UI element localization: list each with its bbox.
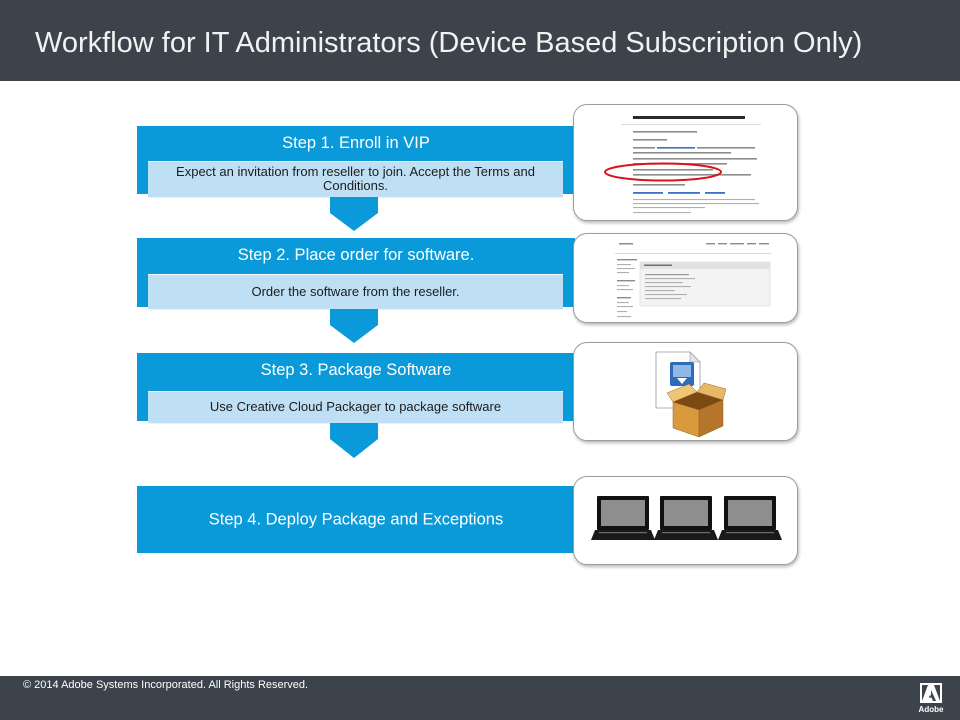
text-line	[645, 278, 695, 280]
text-line	[617, 285, 629, 287]
divider	[621, 124, 761, 125]
link-line	[668, 192, 700, 194]
laptop-screen	[728, 500, 772, 526]
order-panel-header	[640, 262, 770, 269]
text-line	[633, 207, 705, 209]
laptop-keyboard	[726, 532, 774, 534]
box-right-flap	[696, 382, 727, 401]
text-line	[633, 147, 655, 149]
link-line	[705, 192, 725, 194]
down-arrow-icon	[330, 423, 378, 458]
text-line	[706, 243, 715, 245]
link-line	[633, 192, 663, 194]
text-line	[617, 289, 633, 291]
package-installer-icon	[655, 351, 727, 438]
text-line	[633, 199, 755, 201]
text-line	[697, 147, 755, 149]
text-line	[747, 243, 756, 245]
page-logo-text	[619, 243, 633, 245]
text-line	[730, 243, 744, 245]
text-line	[759, 243, 769, 245]
logo-left-stroke	[922, 685, 928, 701]
adobe-logo-icon: Adobe	[919, 683, 944, 714]
laptop-icon	[718, 496, 782, 540]
text-line	[633, 131, 697, 133]
step-1-detail: Expect an invitation from reseller to jo…	[148, 161, 563, 197]
text-line	[645, 286, 691, 288]
text-line	[633, 203, 759, 205]
text-line	[645, 294, 687, 296]
text-line	[617, 280, 635, 282]
step-3-title: Step 3. Package Software	[260, 361, 452, 379]
package-frame	[573, 342, 798, 441]
text-line	[633, 152, 731, 154]
copyright-text: © 2014 Adobe Systems Incorporated. All R…	[23, 679, 309, 691]
order-page-screenshot	[615, 243, 771, 318]
laptop-icon	[591, 496, 655, 540]
laptop-base	[654, 530, 718, 540]
step-1-title: Step 1. Enroll in VIP	[282, 134, 430, 152]
email-invitation-frame	[573, 104, 798, 221]
laptops-frame	[573, 476, 798, 565]
text-line	[633, 139, 667, 141]
text-line	[617, 302, 629, 304]
text-line	[617, 268, 635, 270]
down-arrow-icon	[330, 309, 378, 343]
email-heading	[633, 116, 745, 119]
document-fold	[689, 351, 701, 363]
text-line	[633, 184, 685, 186]
slide-title: Workflow for IT Administrators (Device B…	[35, 27, 863, 59]
footer-bar	[0, 676, 960, 720]
step-3-detail: Use Creative Cloud Packager to package s…	[148, 391, 563, 423]
text-line	[645, 282, 683, 284]
title-bar: Workflow for IT Administrators (Device B…	[0, 0, 960, 81]
step-4-box: Step 4. Deploy Package and Exceptions	[137, 486, 575, 553]
text-line	[617, 297, 631, 299]
step-2-detail: Order the software from the reseller.	[148, 274, 563, 309]
order-page-frame	[573, 233, 798, 323]
divider	[615, 253, 771, 254]
text-line	[617, 306, 633, 308]
email-invitation-screenshot	[604, 116, 761, 214]
logo-wordmark: Adobe	[919, 705, 944, 714]
panel-heading	[644, 264, 672, 266]
text-line	[645, 290, 675, 292]
text-line	[633, 158, 757, 160]
text-line	[633, 169, 713, 171]
laptop-screen	[601, 500, 645, 526]
text-line	[633, 174, 751, 176]
laptop-base	[591, 530, 655, 540]
text-line	[718, 243, 727, 245]
step-4-title: Step 4. Deploy Package and Exceptions	[208, 510, 504, 528]
text-line	[617, 264, 631, 266]
text-line	[645, 274, 689, 276]
laptop-keyboard	[599, 532, 647, 534]
box-left-flap	[666, 383, 698, 403]
installer-screen	[673, 365, 691, 377]
step-2-title: Step 2. Place order for software.	[237, 246, 475, 264]
laptop-icons	[591, 496, 782, 540]
laptop-base	[718, 530, 782, 540]
text-line	[645, 298, 681, 300]
box-interior	[673, 392, 723, 410]
text-line	[617, 316, 631, 318]
laptop-icon	[654, 496, 718, 540]
arrow-shape	[330, 309, 378, 343]
arrow-shape	[330, 197, 378, 231]
down-arrow-icon	[330, 197, 378, 231]
installer-arrow	[677, 378, 687, 384]
arrow-shape	[330, 423, 378, 458]
logo-center-a	[928, 690, 936, 701]
box-side-face	[698, 399, 724, 438]
text-line	[617, 259, 637, 261]
link-line	[657, 147, 695, 149]
text-line	[617, 272, 629, 274]
text-line	[617, 311, 627, 313]
red-callout-ellipse	[604, 162, 722, 182]
laptop-screen	[664, 500, 708, 526]
text-line	[633, 212, 691, 214]
laptop-keyboard	[662, 532, 710, 534]
logo-right-stroke	[934, 685, 940, 701]
